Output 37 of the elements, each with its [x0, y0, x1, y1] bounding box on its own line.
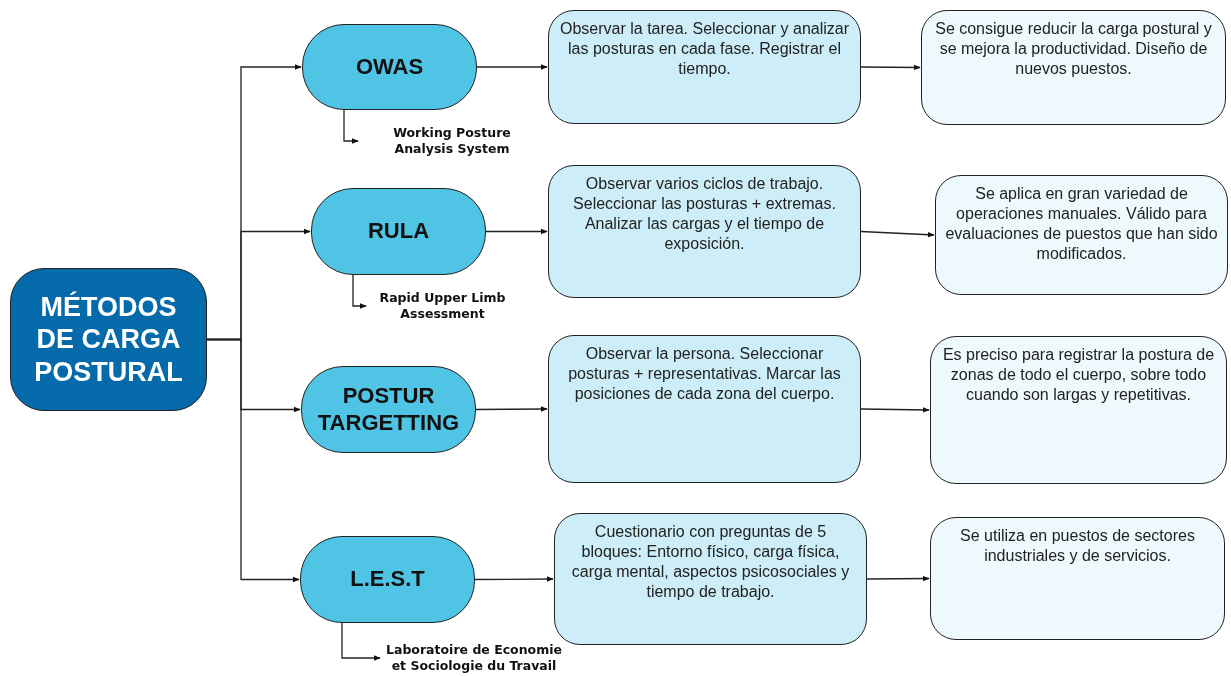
- note-text: Working Posture Analysis System: [362, 122, 542, 160]
- arrow: [476, 64, 548, 70]
- node-text: Cuestionario con preguntas de 5 bloques: Entorno físico, carga física, carga mental, aspectos psicosociales y tiempo de trabajo.: [570, 522, 851, 602]
- node-text: Se aplica en gran variedad de operaciones manuales. Válido para evaluaciones de puestos que han sido modificados.: [944, 184, 1219, 264]
- result-box: [930, 336, 1227, 484]
- description-box: [548, 335, 861, 483]
- topic-box: [10, 268, 207, 411]
- node-text: L.E.S.T: [350, 566, 425, 593]
- note-text: Rapid Upper Limb Assessment: [370, 287, 515, 325]
- description-box: [548, 10, 861, 124]
- node-text: Es preciso para registrar la postura de zonas de todo el cuerpo, sobre todo cuando son largas y repetitivas.: [941, 345, 1216, 405]
- result-box: [930, 517, 1225, 640]
- leader-arrow: [352, 274, 367, 309]
- arrow: [860, 407, 930, 413]
- arrow: [866, 575, 930, 582]
- node-text: Observar la persona. Seleccionar posturas + representativas. Marcar las posiciones de cada zona del cuerpo.: [567, 344, 842, 404]
- note-text: Laboratoire de Economie et Sociologie du Travail: [384, 640, 564, 676]
- arrow: [860, 64, 921, 71]
- node-text: MÉTODOS DE CARGA POSTURAL: [33, 290, 184, 389]
- arrow: [485, 228, 548, 235]
- node-text: Observar la tarea. Seleccionar y analizar las posturas en cada fase. Registrar el tiempo.: [559, 19, 850, 79]
- description-box: [554, 513, 867, 645]
- description-box: [548, 165, 861, 298]
- arrow: [860, 230, 935, 238]
- leader-arrow: [343, 109, 359, 144]
- node-text: POSTUR TARGETTING: [316, 383, 461, 436]
- node-text: Se utiliza en puestos de sectores industriales y de servicios.: [959, 526, 1196, 566]
- node-text: OWAS: [355, 53, 424, 81]
- leader-arrow: [341, 622, 381, 661]
- arrow: [474, 576, 554, 582]
- arrow: [475, 406, 548, 412]
- result-box: [921, 10, 1226, 125]
- result-box: [935, 175, 1228, 295]
- node-text: Observar varios ciclos de trabajo. Seleccionar las posturas + extremas. Analizar las cargas y el tiempo de exposición.: [572, 174, 837, 254]
- node-text: Se consigue reducir la carga postural y se mejora la productividad. Diseño de nuevos puestos.: [934, 19, 1213, 79]
- arrow: [206, 338, 300, 583]
- node-text: RULA: [367, 218, 430, 245]
